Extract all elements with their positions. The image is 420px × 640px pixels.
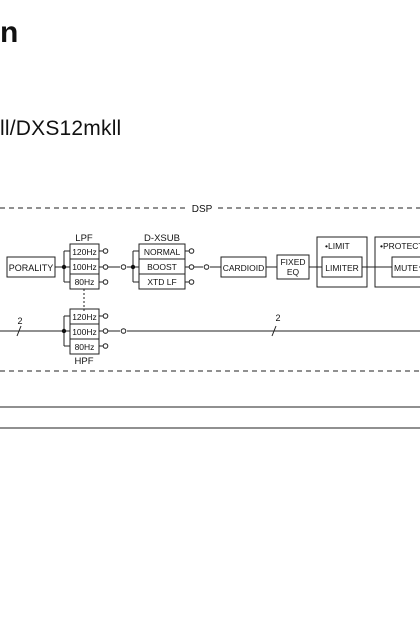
dsp-label: DSP [192, 204, 213, 215]
lpf-option: 100Hz [72, 262, 97, 272]
channel-count-right: 2 [275, 313, 280, 323]
hpf-switch-contact [120, 328, 127, 334]
fixed-eq-label-line1: FIXED [280, 257, 305, 267]
hpf-option: 120Hz [72, 312, 97, 322]
hpf-option: 100Hz [72, 327, 97, 337]
hpf-option: 80Hz [75, 342, 95, 352]
hpf-contact-1 [102, 313, 109, 319]
channel-slash-left [16, 325, 22, 337]
hpf-contact-2 [102, 328, 109, 334]
protect-indicator-label: •PROTECT [380, 241, 420, 251]
lpf-option: 80Hz [75, 277, 95, 287]
lpf-switch-contact [120, 264, 127, 270]
xsub-option: XTD LF [147, 277, 176, 287]
lpf-contact-1 [102, 248, 109, 254]
xsub-contact-1 [188, 248, 195, 254]
section-heading-fragment: n [0, 16, 19, 49]
lpf-junction-dot [61, 264, 67, 270]
polarity-label: PORALITY [9, 263, 54, 273]
limit-indicator-label: •LIMIT [325, 241, 350, 251]
limiter-section [316, 236, 368, 288]
fixed-eq-label-line2: EQ [287, 267, 300, 277]
xsub-contact-3 [188, 279, 195, 285]
xsub-title: D-XSUB [144, 233, 180, 244]
limiter-label: LIMITER [325, 263, 359, 273]
hpf-contact-3 [102, 343, 109, 349]
mute-label: MUTE [394, 263, 418, 273]
model-title: ll/DXS12mkll [0, 117, 122, 140]
lpf-title: LPF [75, 233, 93, 244]
channel-slash-right [271, 325, 277, 337]
xsub-junction-dot [130, 264, 136, 270]
xsub-option: BOOST [147, 262, 177, 272]
hpf-title: HPF [75, 356, 94, 367]
protect-section [374, 236, 420, 288]
cardioid-label: CARDIOID [223, 263, 265, 273]
xsub-contact-2 [188, 264, 195, 270]
xsub-switch-contact [203, 264, 210, 270]
xsub-option: NORMAL [144, 247, 181, 257]
lpf-contact-3 [102, 279, 109, 285]
channel-count-left: 2 [17, 316, 22, 326]
mute-block [391, 256, 420, 278]
lpf-option: 120Hz [72, 247, 97, 257]
lpf-contact-2 [102, 264, 109, 270]
hpf-junction-dot [61, 328, 67, 334]
